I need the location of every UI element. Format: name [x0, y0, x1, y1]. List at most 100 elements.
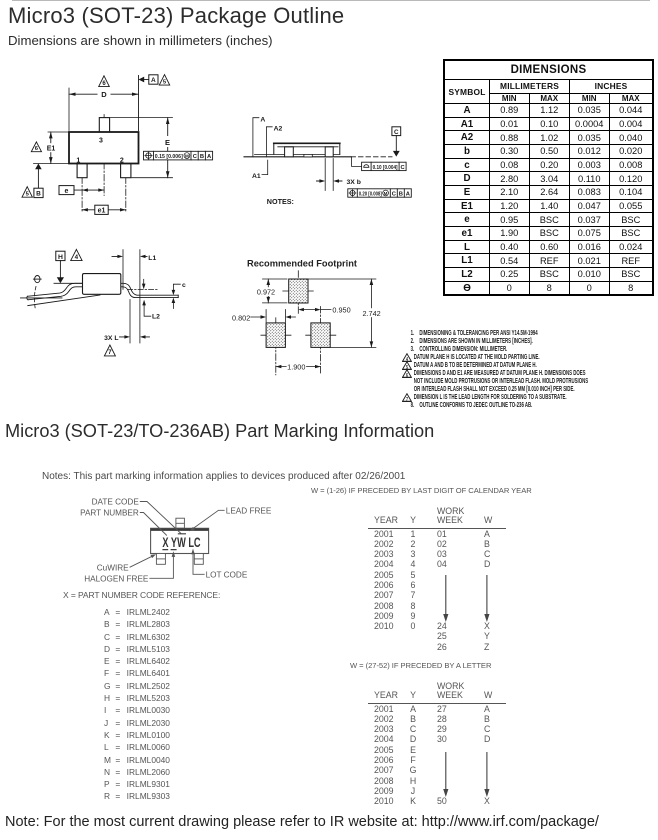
- year-cell: 2006: [374, 579, 394, 590]
- in-max-value: BSC: [608, 226, 654, 241]
- in-min-value: 0.016: [569, 239, 610, 255]
- part-code-item: R = IRLML9303: [104, 790, 170, 802]
- part-code-item: I = IRLML0030: [104, 704, 170, 716]
- dimension-row: e 0.95 BSC 0.037 BSC: [443, 212, 654, 228]
- note-7-triangle-icon: 7: [401, 393, 413, 404]
- dimension-row: L 0.40 0.60 0.016 0.024: [443, 239, 654, 255]
- dimension-row: L1 0.54 REF 0.021 REF: [443, 253, 654, 269]
- marking-text: X YW LC: [162, 535, 200, 550]
- note6-flag: 6: [102, 81, 106, 87]
- work-week-header-line1: WORK: [437, 505, 465, 516]
- work-week-cell: 30: [437, 734, 447, 745]
- part-code-number: IRLML0100: [126, 729, 170, 740]
- notes-heading: NOTES:: [267, 197, 294, 206]
- dimension-symbol: ϴ: [443, 280, 490, 296]
- part-code-item: J = IRLML2030: [104, 717, 170, 729]
- mm-min-value: 0.88: [489, 130, 530, 146]
- note6-flag-e1: 6: [35, 146, 39, 152]
- inches-column-header: INCHES: [569, 79, 654, 94]
- week-table-row: 2002 2 02 B: [368, 539, 506, 549]
- note-4: 4 DATUM PLANE H IS LOCATED AT THE MOLD P…: [401, 352, 657, 363]
- part-code-equals: =: [115, 668, 121, 679]
- mm-min-value: 0.40: [489, 239, 530, 255]
- y-cell: 4: [410, 559, 416, 570]
- part-code-letter: E: [104, 656, 110, 667]
- fcf-datum1: C: [193, 154, 198, 160]
- year-cell: 2001: [374, 528, 394, 539]
- dim-e-label: e: [65, 188, 69, 195]
- year-cell: 2004: [374, 559, 394, 570]
- note-8-text: OUTLINE CONFORMS TO JEDEC OUTLINE TO-236…: [419, 401, 533, 409]
- year-header: YEAR: [368, 504, 402, 529]
- datum-b-label: B: [36, 191, 41, 198]
- week-table-row: 2003 C 29 C: [368, 724, 506, 734]
- w-cell: C: [484, 724, 491, 735]
- week-table-row: 2001 A 27 A: [368, 703, 506, 714]
- note-8: 8. OUTLINE CONFORMS TO JEDEC OUTLINE TO-…: [402, 402, 657, 410]
- dimension-symbol: L1: [443, 253, 490, 269]
- dim-b-label: 3X b: [347, 179, 361, 186]
- mm-max-value: BSC: [528, 212, 570, 228]
- part-code-number: IRLML0040: [126, 754, 170, 765]
- footprint-center-pitch: 0.950: [332, 305, 350, 314]
- part-number-label: PART NUMBER: [80, 508, 139, 517]
- part-code-equals: =: [115, 754, 121, 765]
- mm-max-header: MAX: [528, 92, 570, 104]
- work-week-header-line2: WEEK: [437, 689, 463, 700]
- part-code-number: IRLML6402: [126, 656, 170, 667]
- y-cell: 9: [410, 610, 416, 621]
- part-code-number: IRLML9301: [126, 779, 170, 790]
- week-table-row: 2009 J: [368, 786, 506, 796]
- fcf-leads-datum3: A: [406, 192, 411, 198]
- dimension-symbol: c: [443, 157, 490, 173]
- mm-max-value: BSC: [528, 267, 570, 282]
- dimension-symbol: D: [443, 171, 490, 187]
- year-cell: 2010: [374, 796, 394, 807]
- mm-min-value: 0.01: [489, 116, 530, 132]
- part-code-number: IRLML9303: [126, 791, 170, 802]
- part-code-equals: =: [115, 729, 121, 740]
- in-min-value: 0.035: [569, 130, 610, 146]
- part-code-equals: =: [115, 607, 121, 617]
- part-code-equals: =: [115, 680, 121, 691]
- year-cell: 2005: [374, 744, 394, 755]
- mm-max-value: 0.50: [528, 144, 570, 159]
- dim-E-label: E: [165, 138, 170, 147]
- marking-note: Notes: This part marking information app…: [42, 471, 406, 482]
- dimension-symbol: b: [443, 144, 490, 159]
- dim-L-label: 3X L: [104, 335, 118, 342]
- w-cell: B: [484, 538, 490, 549]
- work-week-cell: 25: [437, 631, 447, 642]
- dimension-row: L2 0.25 BSC 0.010 BSC: [443, 267, 654, 282]
- down-arrow-icon: [484, 614, 490, 622]
- y-cell: [402, 631, 424, 641]
- dimension-row: A 0.89 1.12 0.035 0.044: [443, 103, 654, 118]
- dimension-row: E1 1.20 1.40 0.047 0.055: [443, 198, 654, 214]
- y-cell: E: [410, 744, 416, 755]
- footprint-pad-height: 0.972: [257, 287, 275, 296]
- side-view-drawing: A A2 A1 C 0.10 [0.004] C 3X: [243, 116, 412, 206]
- datum-c-label: C: [394, 129, 399, 136]
- dimension-symbol: e1: [443, 226, 490, 241]
- part-code-equals: =: [115, 717, 121, 728]
- part-code-equals: =: [115, 693, 121, 704]
- part-code-item: E = IRLML6402: [104, 655, 170, 667]
- part-code-item: M = IRLML0040: [104, 754, 170, 766]
- mm-max-value: 2.64: [528, 185, 570, 200]
- in-min-value: 0.075: [569, 226, 610, 241]
- work-week-cell: 24: [437, 621, 447, 632]
- in-max-value: 0.020: [608, 144, 654, 159]
- dimension-symbol: A1: [443, 116, 490, 132]
- week-table-row: 2008 8: [368, 601, 506, 611]
- fcf-leads-modifier: M: [384, 191, 388, 196]
- part-code-reference-title: X = PART NUMBER CODE REFERENCE:: [63, 590, 221, 600]
- week-table-row: 2010 0 24 X: [368, 621, 506, 631]
- part-code-list: A = IRLML2402 B = IRLML2803 C = IRLML630…: [104, 606, 170, 803]
- w-cell: Z: [484, 641, 490, 652]
- part-code-equals: =: [115, 705, 121, 716]
- mm-max-value: 0.20: [528, 157, 570, 173]
- note-6-triangle-number: 6: [406, 372, 408, 378]
- down-arrow-icon: [443, 614, 449, 622]
